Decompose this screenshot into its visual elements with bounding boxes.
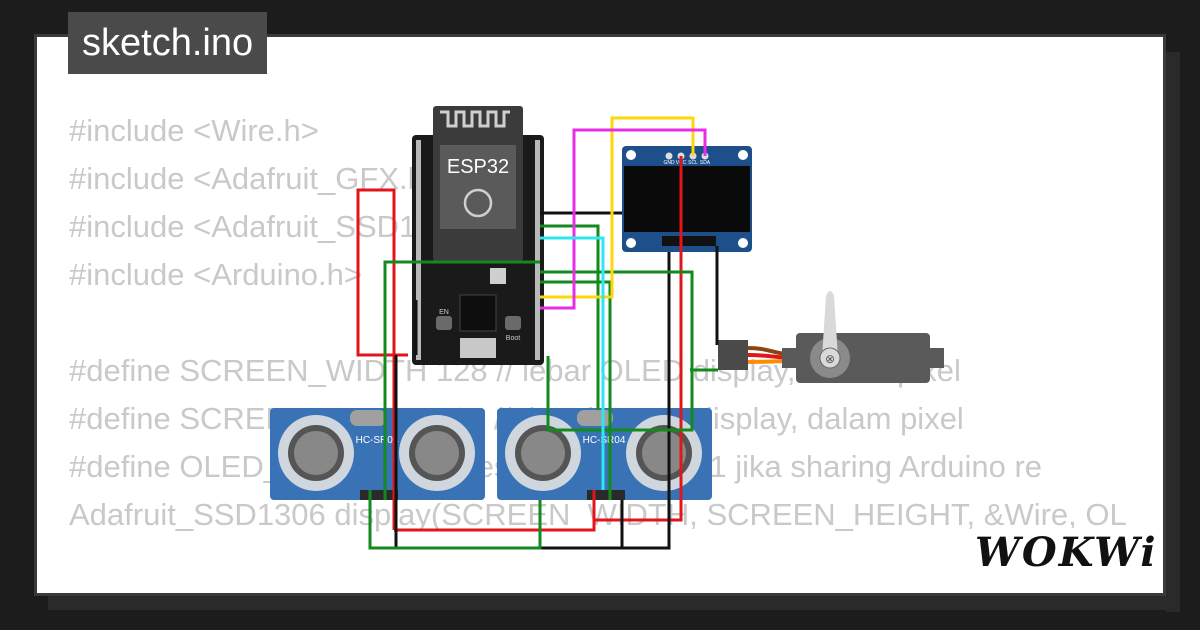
wire-green bbox=[540, 224, 600, 410]
wires bbox=[356, 116, 719, 550]
servo-screw-icon: ⊗ bbox=[825, 352, 835, 366]
espressif-logo-icon bbox=[463, 188, 493, 218]
oled-screen bbox=[624, 166, 750, 232]
esp32-right-pin-header bbox=[535, 140, 540, 360]
oled-display[interactable]: GND VCC SCL SDA bbox=[622, 146, 752, 252]
usb-port bbox=[460, 338, 496, 358]
esp32-label: ESP32 bbox=[447, 156, 509, 178]
usb-chip bbox=[459, 294, 497, 332]
en-button-label: EN bbox=[439, 309, 449, 316]
voltage-regulator bbox=[490, 268, 506, 284]
file-title-badge: sketch.ino bbox=[68, 12, 268, 74]
wire-cyan bbox=[540, 236, 605, 490]
esp32-board[interactable]: ESP32 EN Boot bbox=[412, 106, 544, 365]
ultrasonic-sensor-left[interactable]: HC-SR04 bbox=[270, 408, 485, 500]
servo-motor[interactable]: ⊗ bbox=[718, 291, 944, 383]
wire-magenta bbox=[540, 128, 707, 310]
wire-red bbox=[394, 490, 596, 532]
servo-connector bbox=[718, 340, 748, 370]
boot-button-label: Boot bbox=[506, 335, 520, 342]
servo-horn bbox=[822, 291, 838, 358]
esp32-left-pin-header bbox=[416, 140, 421, 360]
wire-green bbox=[368, 490, 542, 550]
antenna-trace bbox=[440, 110, 510, 128]
sensor-right-pins bbox=[587, 490, 625, 500]
wokwi-logo: WOKWi bbox=[975, 528, 1158, 578]
sensor-left-label: HC-SR04 bbox=[356, 435, 399, 446]
wire-green bbox=[383, 260, 540, 500]
wire-red bbox=[356, 188, 408, 530]
oled-pin-label: SCL bbox=[688, 160, 698, 166]
code-line: #include <Arduino.h> bbox=[69, 257, 363, 292]
wire-green bbox=[540, 280, 612, 500]
card-shadow-bottom bbox=[48, 596, 1180, 610]
code-line: #include <Adafruit_GFX.h> bbox=[69, 161, 443, 196]
wire-green bbox=[540, 270, 694, 432]
oled-ribbon bbox=[662, 236, 716, 246]
oled-pin-label: GND bbox=[663, 160, 675, 166]
card-shadow-right bbox=[1166, 52, 1180, 612]
sensor-left-pins bbox=[360, 490, 398, 500]
boot-button[interactable] bbox=[505, 316, 521, 330]
wire-black bbox=[622, 252, 671, 550]
code-line: #include <Wire.h> bbox=[69, 113, 319, 148]
oled-pin-label: SDA bbox=[700, 160, 711, 166]
en-button[interactable] bbox=[436, 316, 452, 330]
wokwi-logo-text: WOKWi bbox=[975, 529, 1158, 576]
